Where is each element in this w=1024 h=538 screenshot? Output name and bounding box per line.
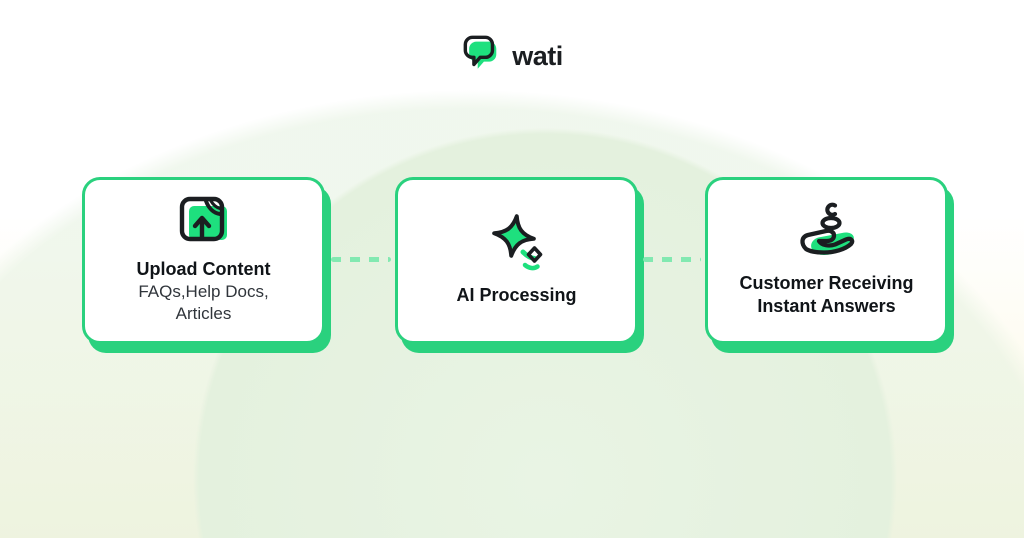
step-card-upload-content: Upload Content FAQs,Help Docs, Articles <box>82 177 325 344</box>
brand-name: wati <box>512 41 563 71</box>
step-card-ai-processing: AI Processing <box>395 177 638 344</box>
step-title-line-2: Instant Answers <box>757 295 896 316</box>
ai-sparkles-icon <box>486 210 548 274</box>
step-subtitle: FAQs,Help Docs, Articles <box>138 281 268 325</box>
step-title: Upload Content <box>136 259 271 279</box>
step-subtitle-line-2: Articles <box>175 304 232 323</box>
connector-dashed-line-1 <box>331 257 391 262</box>
connector-dashed-line-2 <box>643 257 701 262</box>
step-title-line-1: Customer Receiving <box>739 272 914 293</box>
step-subtitle-line-1: FAQs,Help Docs, <box>138 282 269 301</box>
chat-bubble-icon <box>461 34 503 79</box>
upload-document-icon <box>173 192 235 248</box>
brand-logo: wati <box>0 34 1024 79</box>
step-title: AI Processing <box>456 285 577 305</box>
hand-receiving-icon <box>794 200 860 262</box>
step-card-customer-receiving: Customer Receiving Instant Answers <box>705 177 948 344</box>
step-title: Customer Receiving Instant Answers <box>739 272 913 318</box>
